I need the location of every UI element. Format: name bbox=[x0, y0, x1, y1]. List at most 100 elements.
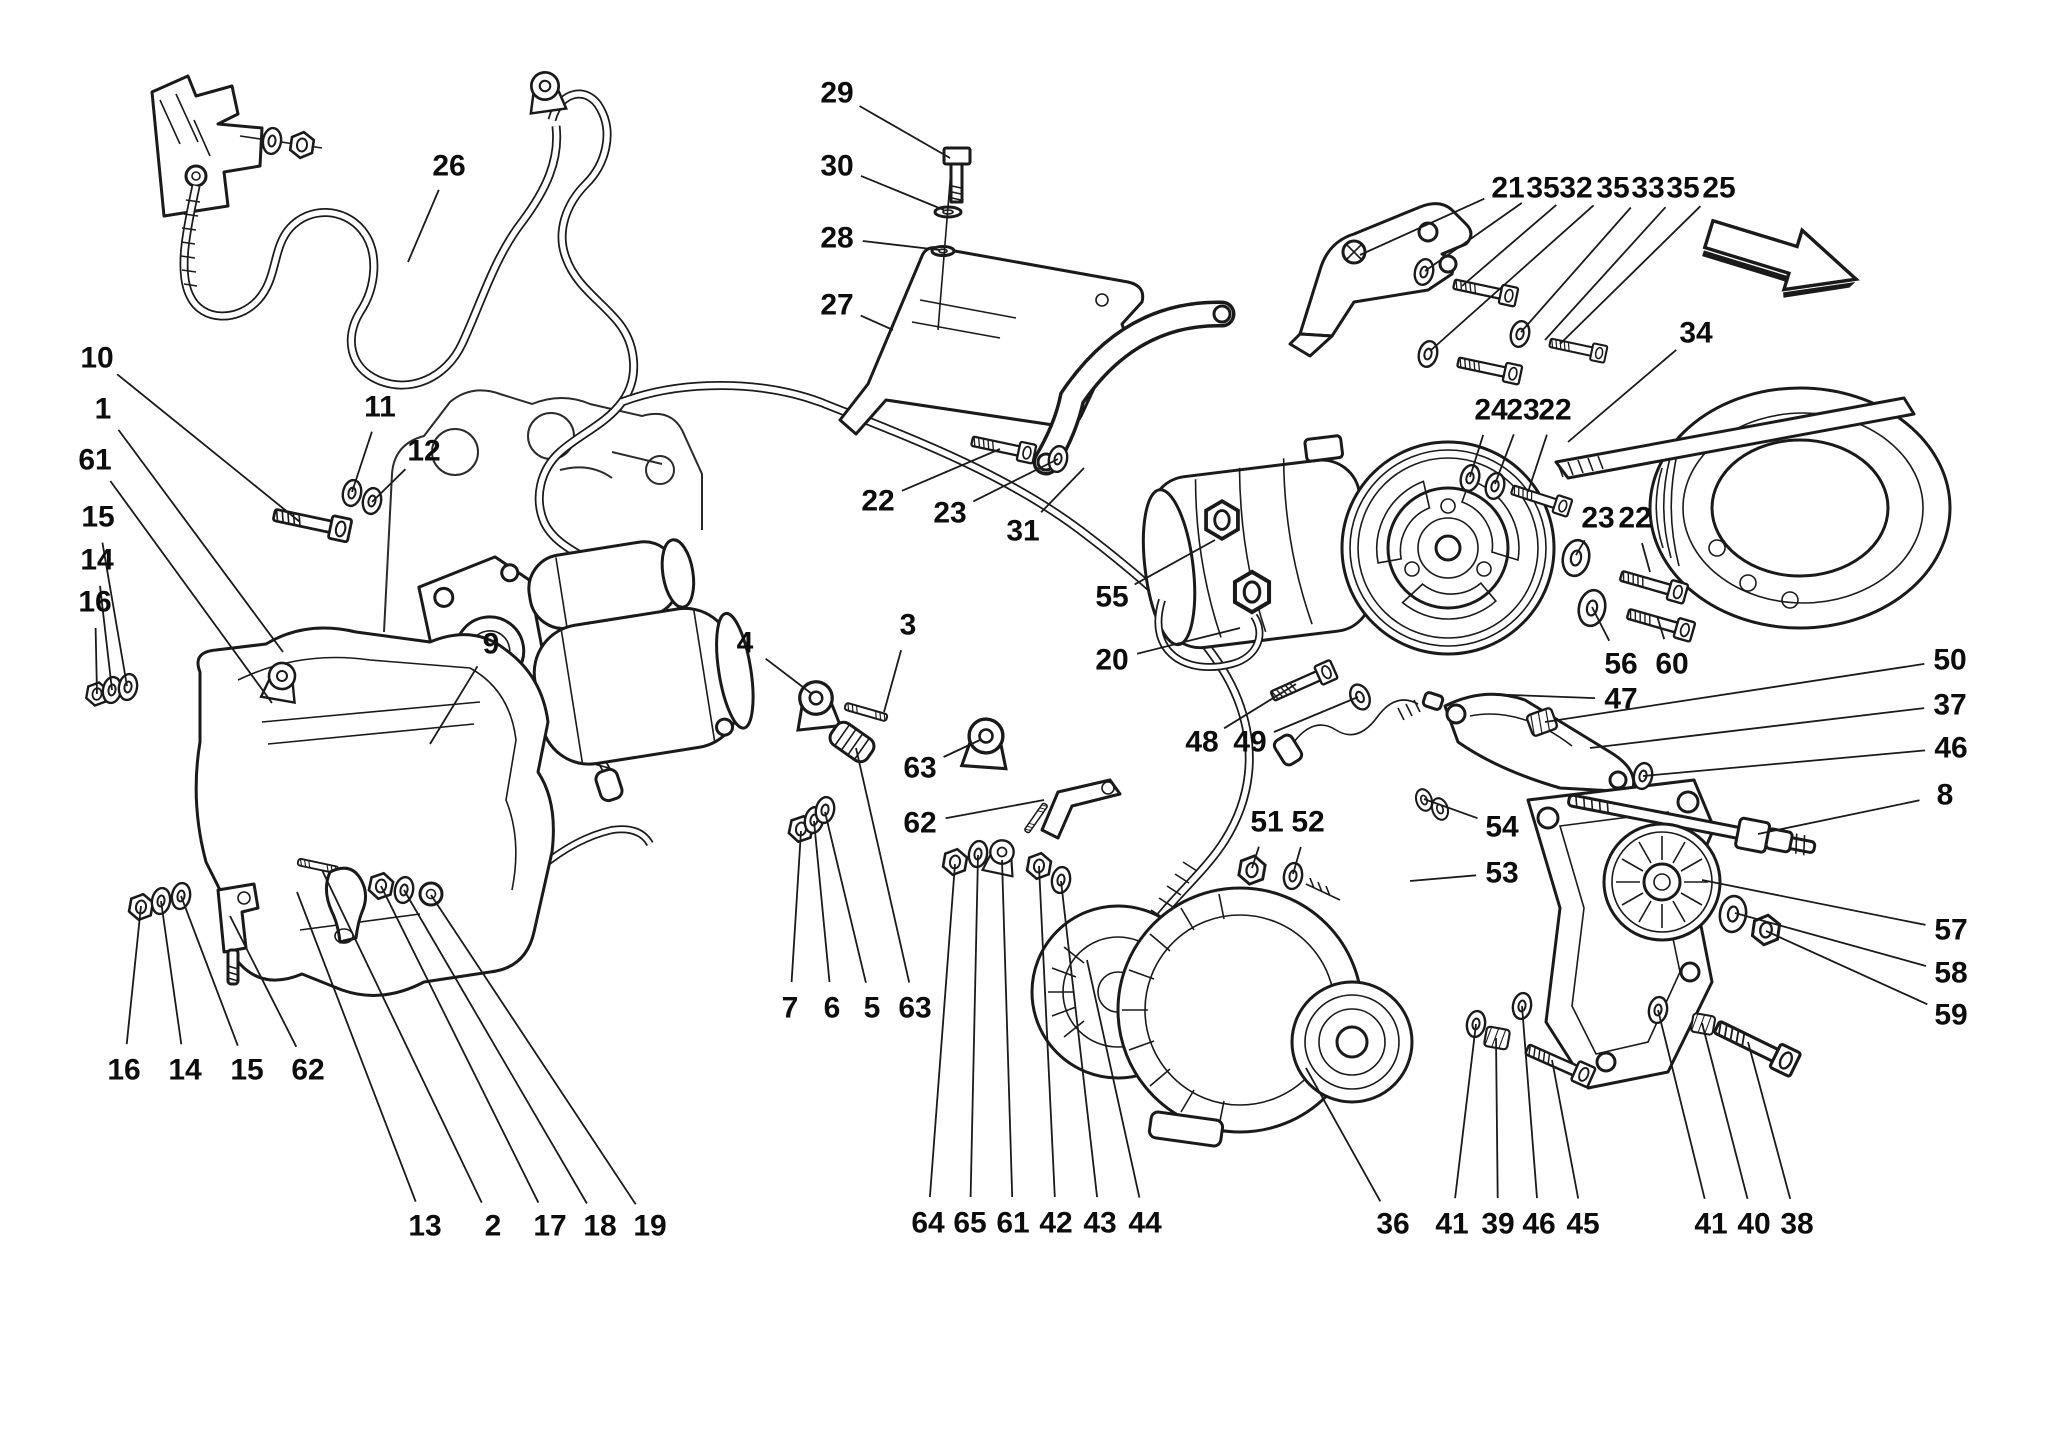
callout-number-37: 37 bbox=[1933, 689, 1966, 722]
callout-41: 41 bbox=[1435, 1023, 1477, 1241]
callout-25: 25 bbox=[1559, 172, 1736, 345]
callout-number-55: 55 bbox=[1095, 581, 1128, 614]
callout-51: 51 bbox=[1250, 806, 1284, 869]
callout-30: 30 bbox=[820, 150, 945, 211]
callout-10: 10 bbox=[80, 342, 301, 523]
leader-line-35 bbox=[1424, 202, 1523, 272]
callout-number-11: 11 bbox=[364, 391, 396, 424]
leader-line-27 bbox=[860, 314, 894, 331]
leader-line-53 bbox=[1409, 874, 1477, 882]
callout-19: 19 bbox=[430, 894, 667, 1243]
callout-52: 52 bbox=[1291, 806, 1325, 875]
support-bracket bbox=[969, 300, 1236, 476]
tension-stud bbox=[1567, 793, 1817, 856]
callout-38: 38 bbox=[1747, 1041, 1814, 1241]
callout-35: 35 bbox=[1544, 172, 1700, 341]
direction-arrow bbox=[1702, 218, 1860, 298]
leader-line-11 bbox=[351, 431, 373, 493]
callout-number-35: 35 bbox=[1596, 172, 1629, 205]
leader-line-9 bbox=[429, 665, 479, 745]
callout-15: 15 bbox=[81, 501, 128, 687]
callout-number-64: 64 bbox=[911, 1207, 945, 1240]
callout-number-23: 23 bbox=[1581, 502, 1614, 535]
callout-number-31: 31 bbox=[1006, 515, 1039, 548]
callout-16: 16 bbox=[78, 586, 112, 695]
callout-24: 24 bbox=[1469, 394, 1508, 478]
leader-line-65 bbox=[969, 854, 979, 1198]
leader-line-21 bbox=[1359, 197, 1485, 256]
leader-line-47 bbox=[1483, 693, 1596, 699]
leader-line-24 bbox=[1469, 434, 1485, 478]
leader-line-29 bbox=[859, 105, 951, 159]
callout-number-23: 23 bbox=[1506, 394, 1539, 427]
callout-number-34: 34 bbox=[1679, 317, 1713, 350]
leader-line-26 bbox=[407, 189, 440, 263]
heat-shield-plate bbox=[838, 146, 1145, 436]
callout-48: 48 bbox=[1185, 683, 1297, 759]
leader-line-6 bbox=[813, 820, 831, 983]
leader-line-54 bbox=[1423, 798, 1478, 820]
callout-number-61: 61 bbox=[78, 444, 111, 477]
callout-20: 20 bbox=[1095, 627, 1241, 677]
leader-line-13 bbox=[296, 891, 417, 1203]
callout-45: 45 bbox=[1551, 1059, 1600, 1241]
callout-62: 62 bbox=[229, 915, 325, 1087]
callout-23: 23 bbox=[1494, 394, 1540, 485]
callout-47: 47 bbox=[1483, 683, 1638, 716]
callout-number-63: 63 bbox=[903, 752, 936, 785]
callout-number-23: 23 bbox=[933, 497, 966, 530]
callout-number-41: 41 bbox=[1435, 1208, 1468, 1241]
callout-55: 55 bbox=[1095, 539, 1216, 614]
leader-line-46 bbox=[1642, 749, 1926, 777]
leader-line-2 bbox=[321, 869, 483, 1203]
leader-line-41 bbox=[1454, 1023, 1477, 1199]
leader-line-31 bbox=[1040, 467, 1085, 513]
leader-line-43 bbox=[1060, 880, 1098, 1198]
leader-line-46 bbox=[1521, 1005, 1538, 1199]
leader-line-35 bbox=[1429, 204, 1595, 352]
leader-line-22 bbox=[901, 448, 1001, 492]
leader-line-14 bbox=[160, 900, 183, 1045]
leader-line-48 bbox=[1223, 683, 1297, 730]
callout-number-46: 46 bbox=[1934, 732, 1967, 765]
callout-number-56: 56 bbox=[1604, 648, 1637, 681]
leader-line-61 bbox=[109, 480, 273, 704]
leader-line-1 bbox=[117, 429, 284, 653]
callout-number-59: 59 bbox=[1934, 999, 1967, 1032]
leader-line-63 bbox=[855, 747, 911, 983]
callout-22: 22 bbox=[1527, 394, 1572, 493]
leader-line-25 bbox=[1559, 205, 1702, 345]
callout-number-5: 5 bbox=[864, 992, 881, 1025]
compressor-mount-bracket bbox=[1288, 202, 1609, 386]
callout-number-13: 13 bbox=[408, 1210, 441, 1243]
callout-number-16: 16 bbox=[107, 1054, 140, 1087]
callout-number-54: 54 bbox=[1485, 811, 1519, 844]
callout-14: 14 bbox=[160, 900, 202, 1087]
callout-2: 2 bbox=[321, 869, 502, 1243]
callout-44: 44 bbox=[1086, 959, 1162, 1240]
leader-line-52 bbox=[1292, 846, 1302, 875]
leader-line-12 bbox=[371, 468, 407, 503]
leader-line-5 bbox=[824, 811, 867, 983]
callout-number-45: 45 bbox=[1566, 1208, 1599, 1241]
callout-number-1: 1 bbox=[95, 393, 112, 426]
leader-line-30 bbox=[860, 175, 945, 211]
callout-number-52: 52 bbox=[1291, 806, 1324, 839]
callout-26: 26 bbox=[407, 150, 466, 263]
callout-number-14: 14 bbox=[168, 1054, 202, 1087]
compressor-lower-hardware bbox=[1236, 658, 1375, 901]
starter-heat-shield bbox=[194, 626, 555, 997]
leader-line-7 bbox=[790, 830, 802, 983]
callout-29: 29 bbox=[820, 77, 951, 159]
leader-line-20 bbox=[1136, 627, 1241, 655]
leader-line-23 bbox=[1494, 433, 1515, 485]
callout-35: 35 bbox=[1429, 172, 1630, 352]
leader-line-60 bbox=[1656, 615, 1666, 640]
callout-number-2: 2 bbox=[485, 1210, 502, 1243]
callout-36: 36 bbox=[1305, 1067, 1410, 1241]
callout-number-19: 19 bbox=[633, 1210, 666, 1243]
callout-1: 1 bbox=[95, 393, 284, 653]
callout-number-33: 33 bbox=[1631, 172, 1664, 205]
callout-57: 57 bbox=[1701, 879, 1968, 947]
